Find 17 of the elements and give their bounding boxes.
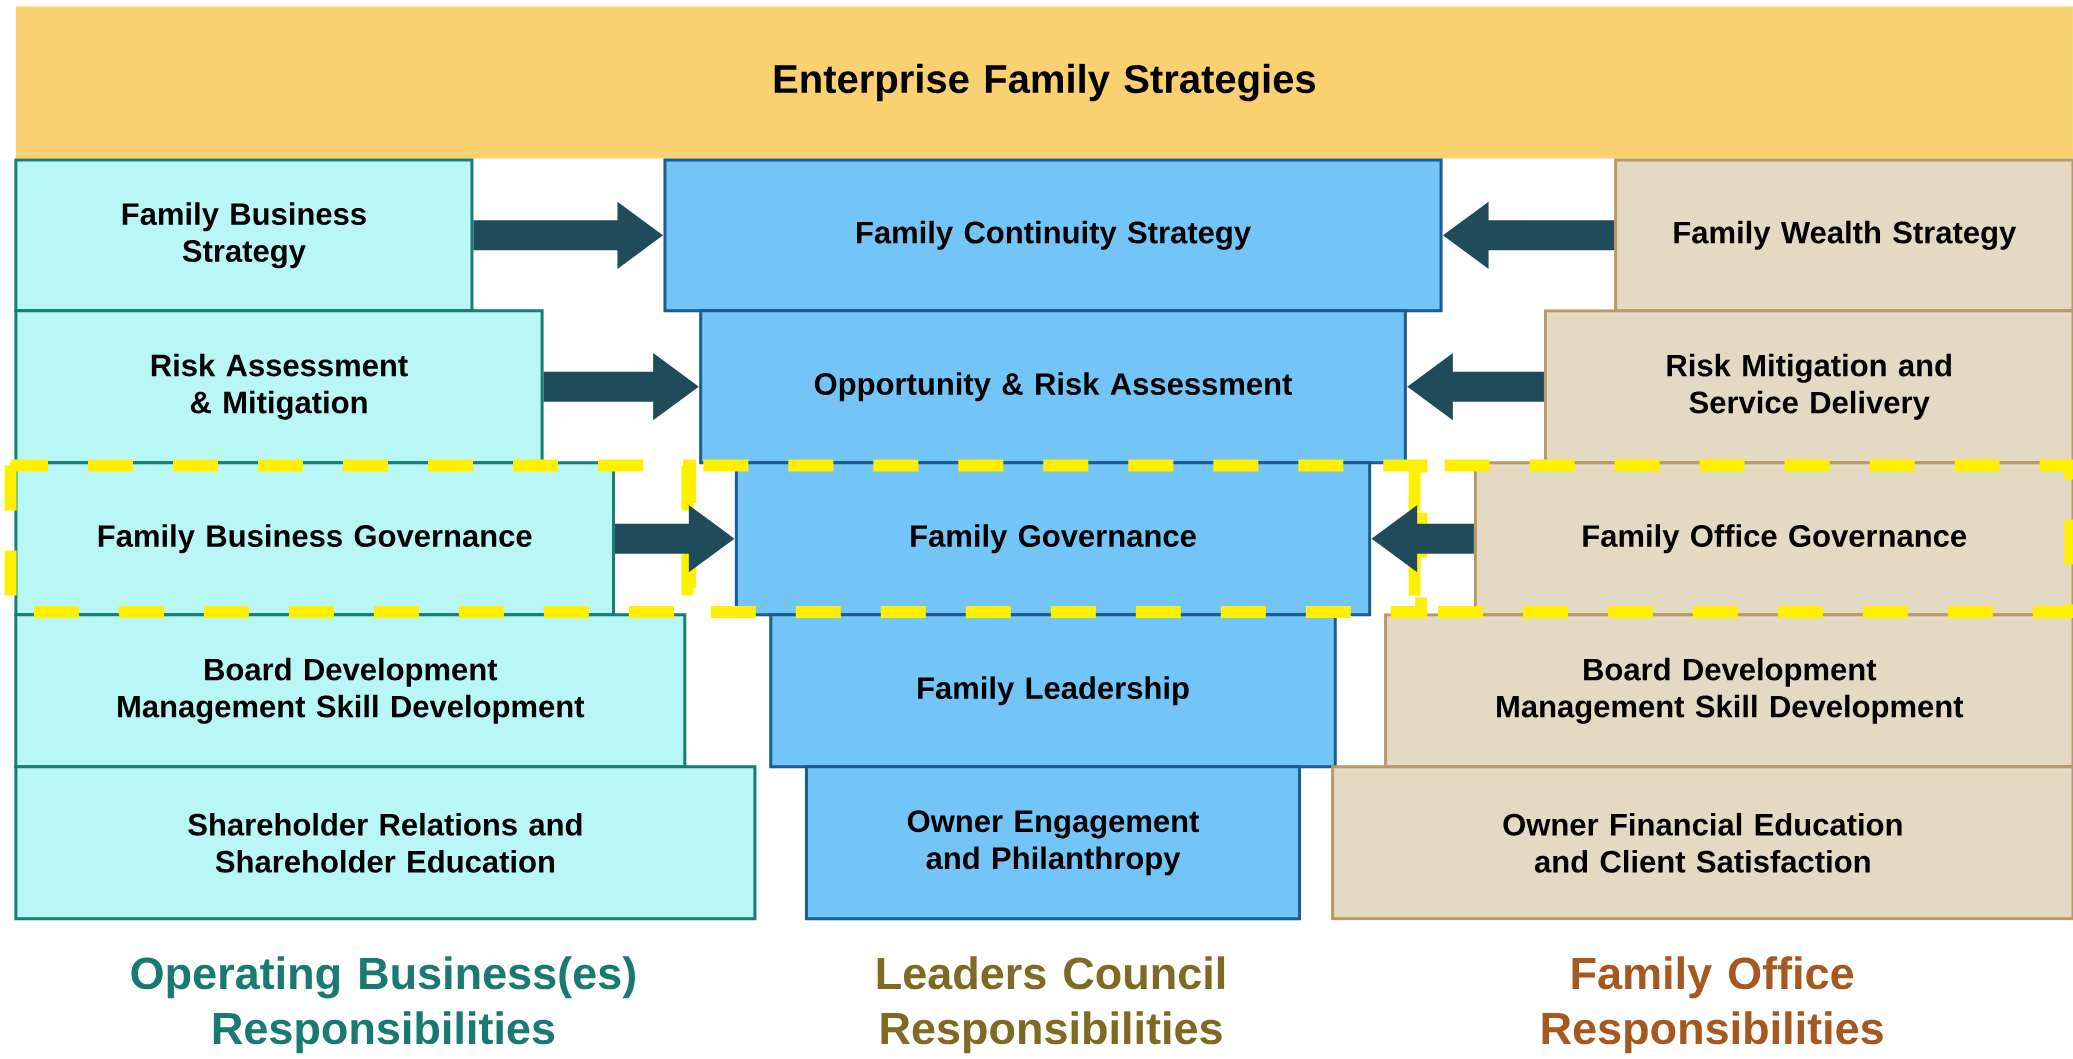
office-box: Risk Mitigation and Service Delivery <box>1543 309 2073 465</box>
council-box: Opportunity & Risk Assessment <box>699 309 1407 465</box>
column-heading: Leaders Council Responsibilities <box>877 956 1225 1054</box>
office-box: Family Wealth Strategy <box>1614 158 2073 313</box>
office-box: Family Office Governance <box>1473 461 2073 617</box>
business-box: Family Business Strategy <box>14 158 474 313</box>
business-box: Risk Assessment & Mitigation <box>14 309 544 465</box>
council-box: Owner Engagement and Philanthropy <box>804 765 1302 921</box>
business-box: Board Development Management Skill Development <box>14 613 687 769</box>
header-band: Enterprise Family Strategies <box>15 6 2073 159</box>
business-box: Shareholder Relations and Shareholder Education <box>14 765 757 921</box>
office-box: Board Development Management Skill Development <box>1384 613 2073 769</box>
office-box: Owner Financial Education and Client Satisfaction <box>1331 765 2073 921</box>
council-box: Family Leadership <box>769 613 1337 769</box>
business-box: Family Business Governance <box>14 461 615 617</box>
council-box: Family Governance <box>734 461 1372 617</box>
council-box: Family Continuity Strategy <box>663 158 1443 313</box>
